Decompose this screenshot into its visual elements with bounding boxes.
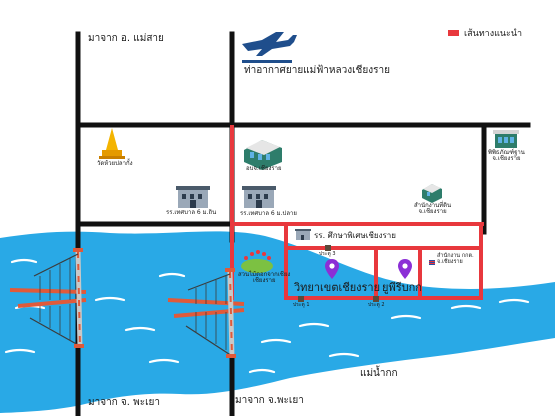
- park-label: สวนไม้ดอกจากเชียง เชียงราย: [238, 271, 291, 284]
- school-6-tin-label: รร.เทศบาล 6 ม.ถิน: [166, 209, 217, 216]
- legend-route-swatch: [448, 30, 459, 36]
- school-6-plai-label: รร.เทศบาล 6 ม.ปลาย: [240, 210, 297, 217]
- college-label: วิทยาเขตเชียงราย: [294, 281, 381, 294]
- land-office-icon: [422, 184, 442, 203]
- bridge-right-icon: [167, 268, 245, 359]
- provincial-hall-icon: [244, 140, 282, 170]
- special-ed-school-label: รร. ศึกษาพิเศษเชียงราย: [314, 231, 396, 240]
- provincial-hall-label: อบจ.เชียงราย: [246, 165, 282, 172]
- temple-label: วัดห้วยปลากั้ง: [97, 160, 133, 167]
- airport-plane-icon: [242, 32, 297, 63]
- from-mae-sai-label: มาจาก อ. แม่สาย: [88, 33, 164, 44]
- from-phayao-left-label: มาจาก จ. พะเยา: [88, 397, 160, 408]
- mae-kok-river: [0, 231, 555, 413]
- legend: เส้นทางแนะนำ: [448, 26, 522, 40]
- school-small-icon: [295, 229, 311, 240]
- uniprok-location-pin-icon[interactable]: [398, 259, 412, 279]
- uniprok-label: ยูพีรีบกก: [382, 281, 422, 294]
- airport-label: ท่าอากาศยายแม่ฟ้าหลวงเชียงราย: [244, 65, 390, 76]
- school-building-icon: [176, 186, 210, 208]
- gate-3-label: ประตู 3: [319, 251, 336, 257]
- museum-label: พิพิธภัณฑ์ฐาน จ.เชียงราย: [488, 149, 525, 162]
- mae-kok-river-label: แม่น้ำกก: [360, 368, 398, 379]
- park-icon: [241, 250, 273, 273]
- temple-icon: [99, 128, 125, 159]
- bridge-left-icon: [9, 248, 87, 349]
- river-waves: [4, 258, 530, 374]
- gate-icons: [298, 245, 379, 302]
- college-location-pin-icon[interactable]: [325, 259, 339, 279]
- school-building-icon: [242, 186, 276, 208]
- museum-icon: [493, 130, 519, 148]
- from-phayao-right-label: มาจาก จ.พะเยา: [235, 395, 304, 406]
- land-office-label: สำนักงานที่ดิน จ.เชียงราย: [414, 202, 452, 215]
- office-kkt-label: สำนักงาน กกต. จ.เชียงราย: [437, 253, 474, 265]
- flag-icon: [429, 260, 435, 265]
- legend-label: เส้นทางแนะนำ: [464, 29, 523, 39]
- gate-1-label: ประตู 1: [293, 302, 310, 308]
- gate-2-label: ประตู 2: [368, 302, 385, 308]
